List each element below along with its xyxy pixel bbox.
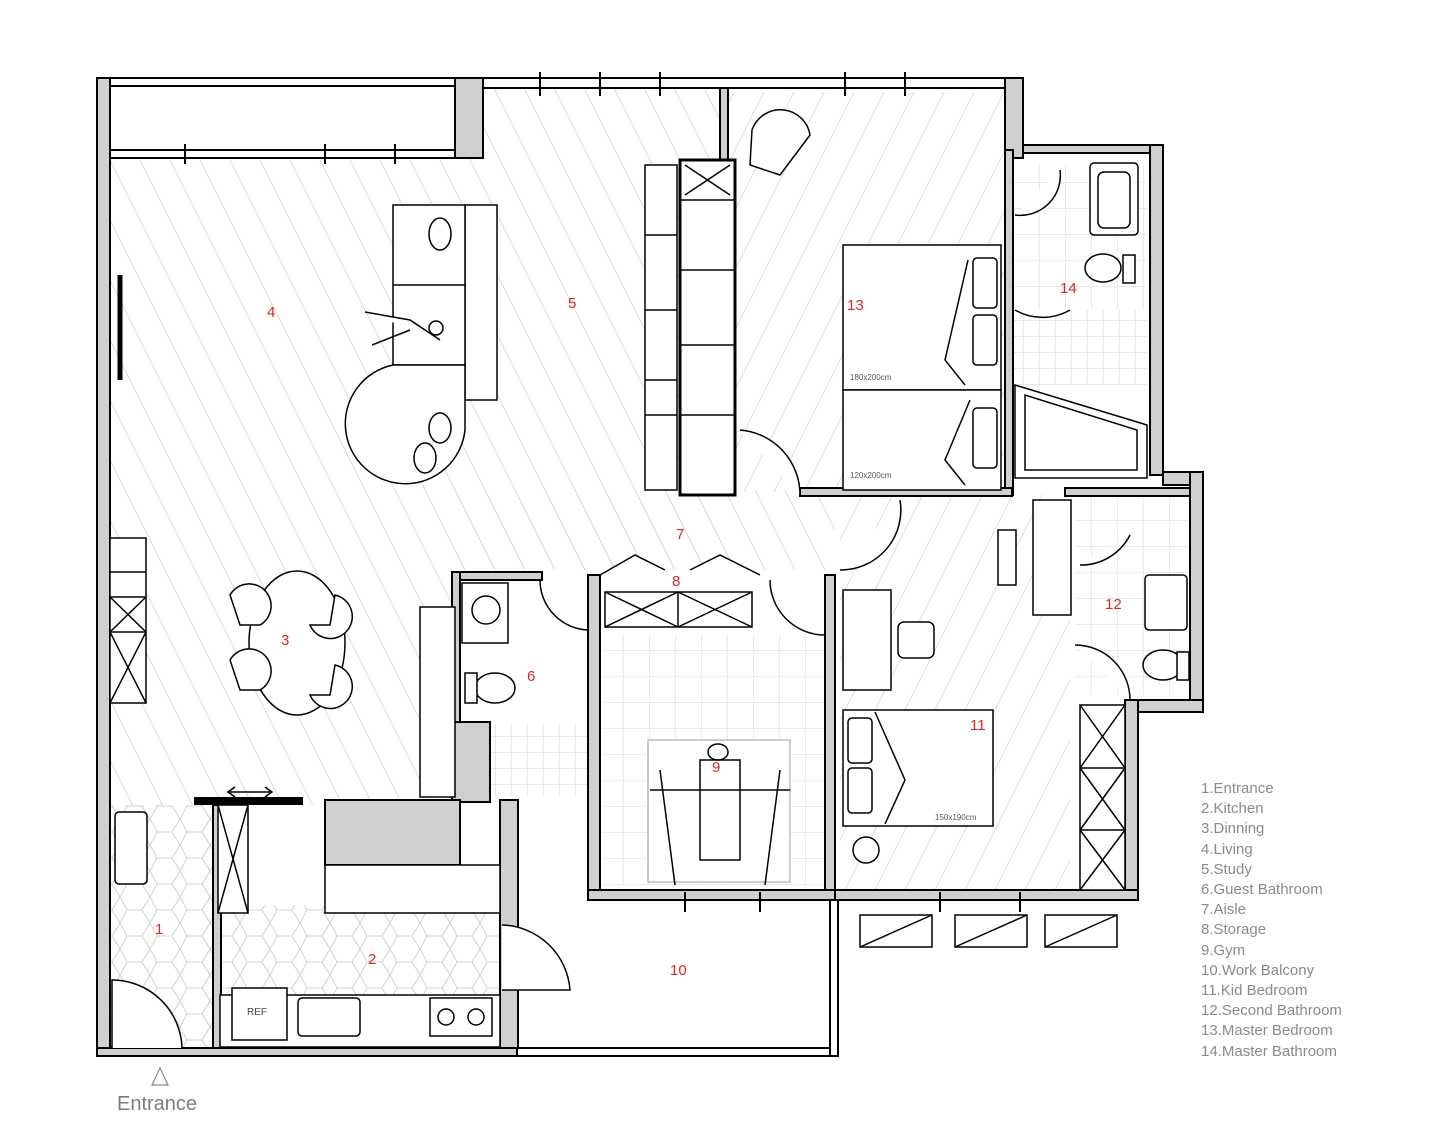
- legend-item: 6.Guest Bathroom: [1201, 881, 1323, 899]
- room-number-10: 10: [670, 962, 687, 979]
- walls: [96, 77, 1204, 1057]
- legend-item: 11.Kid Bedroom: [1201, 982, 1308, 1000]
- room-number-13: 13: [847, 297, 864, 314]
- legend-item: 13.Master Bedroom: [1201, 1022, 1333, 1040]
- legend-item: 9.Gym: [1201, 941, 1246, 959]
- fridge-label: REF: [247, 1007, 267, 1018]
- legend-item: 3.Dinning: [1201, 820, 1265, 838]
- ac-units: [859, 914, 1118, 948]
- legend-item: 1.Entrance: [1201, 780, 1274, 797]
- guest-bathroom-fixtures: [419, 582, 516, 798]
- legend-item: 5.Study: [1201, 860, 1252, 878]
- room-legend: 1.Entrance 2.Kitchen 3.Dinning 4.Living …: [1201, 779, 1342, 1062]
- legend-item: 8.Storage: [1201, 921, 1267, 939]
- room-number-4: 4: [267, 304, 275, 321]
- legend-item: 7.Aisle: [1201, 901, 1247, 919]
- storage-cabinets: [599, 554, 761, 628]
- sofa: [344, 204, 498, 485]
- room-number-11: 11: [970, 717, 986, 734]
- room-number-1: 1: [155, 921, 163, 938]
- room-number-2: 2: [368, 951, 376, 968]
- second-bathroom-fixtures: [1142, 574, 1190, 681]
- room-number-12: 12: [1105, 596, 1122, 613]
- living-cabinets: [109, 537, 147, 704]
- dining-set: [229, 570, 354, 716]
- legend-item: 12.Second Bathroom: [1201, 1002, 1342, 1020]
- kid-bedroom-furniture: [842, 499, 1126, 891]
- room-number-9: 9: [712, 759, 720, 776]
- entrance-arrow-icon: [151, 1066, 169, 1086]
- study-shelves: [644, 158, 737, 497]
- legend-item: 2.Kitchen: [1201, 800, 1264, 818]
- room-number-7: 7: [676, 526, 684, 543]
- room-number-8: 8: [672, 573, 680, 590]
- legend-item: 4.Living: [1201, 840, 1253, 858]
- room-number-14: 14: [1060, 280, 1077, 297]
- gym-equipment: [647, 739, 791, 886]
- bed-size-kid: 150x190cm: [935, 813, 977, 822]
- legend-item: 14.Master Bathroom: [1201, 1042, 1337, 1060]
- master-bedroom-furniture: [749, 109, 1002, 491]
- entrance-label: Entrance: [117, 1093, 197, 1115]
- entrance-kitchen-fixtures: [111, 169, 1131, 1049]
- bed-size-master-bottom: 120x200cm: [850, 471, 892, 480]
- room-number-5: 5: [568, 295, 576, 312]
- legend-item: 10.Work Balcony: [1201, 961, 1315, 979]
- sliding-arrow-icon: [226, 786, 274, 798]
- room-number-3: 3: [281, 632, 289, 649]
- bed-size-master-top: 180x200cm: [850, 373, 892, 382]
- window-frames: [117, 72, 1021, 912]
- master-bathroom-fixtures: [1014, 162, 1148, 479]
- room-number-6: 6: [527, 668, 535, 685]
